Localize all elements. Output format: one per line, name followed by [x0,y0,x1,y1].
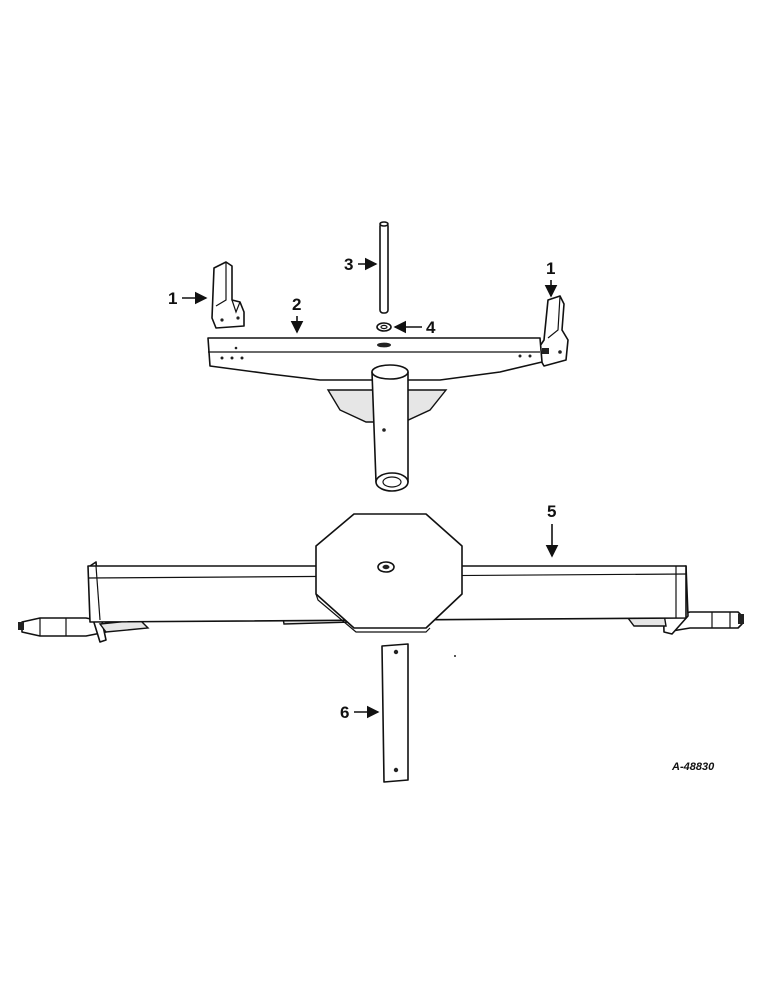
callout-2: 2 [290,295,304,334]
callout-label-2: 2 [292,295,301,314]
callout-1-left: 1 [168,289,208,308]
reference-code: A-48830 [671,761,715,773]
callout-label-1-left: 1 [168,289,177,308]
link-bar-part-6 [381,643,409,783]
callout-1-right: 1 [544,259,558,298]
callout-6: 6 [340,703,380,722]
callout-3: 3 [344,255,378,274]
bracket-part-1-left [211,261,245,329]
stray-mark [454,655,456,657]
callout-5: 5 [545,502,559,558]
callout-label-3: 3 [344,255,353,274]
axle-part-5 [18,513,744,643]
callout-label-4: 4 [426,318,436,337]
callout-label-6: 6 [340,703,349,722]
frame-part-2 [207,337,543,492]
callout-label-1-right: 1 [546,259,555,278]
pin-part-3 [379,221,389,314]
callout-4: 4 [393,318,436,337]
callout-label-5: 5 [547,502,556,521]
washer-part-4 [376,322,392,332]
